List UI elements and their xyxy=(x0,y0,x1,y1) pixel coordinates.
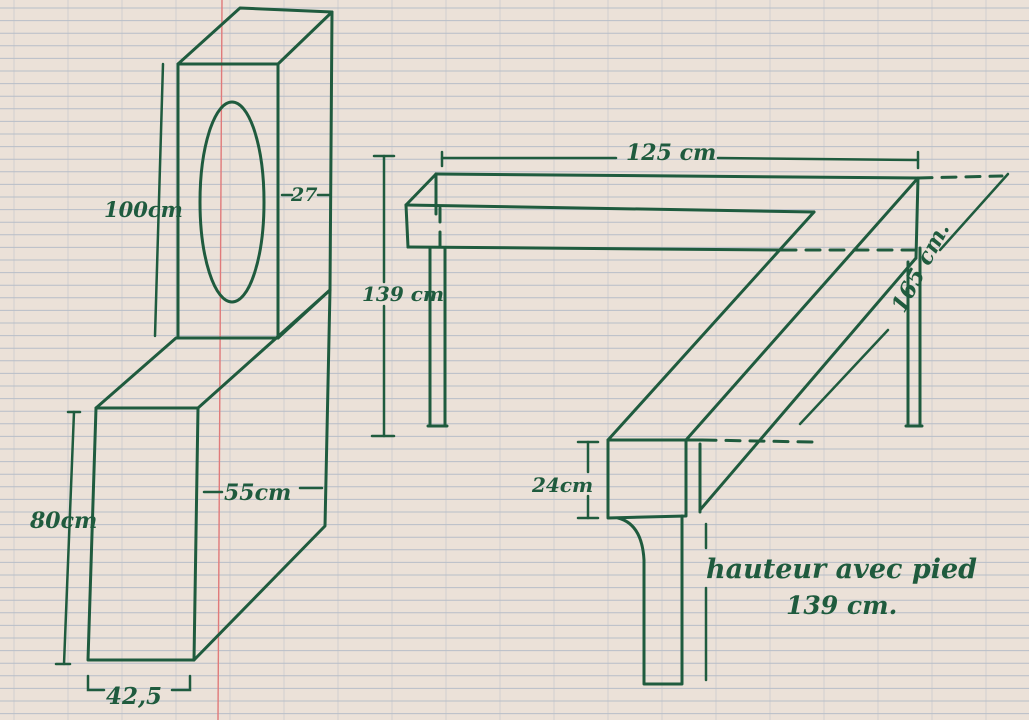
mirror-side-face xyxy=(276,10,334,340)
cabinet-width-dim-left xyxy=(86,674,106,692)
top-back-edge xyxy=(434,172,920,180)
top-front-edge xyxy=(404,203,816,214)
cabinet-height-label: 80cm xyxy=(29,508,97,534)
cabinet-top-left-edge xyxy=(94,336,280,410)
hidden-edge-front xyxy=(700,438,814,444)
corner-table-drawing xyxy=(370,150,1010,686)
front-leg xyxy=(616,514,684,686)
mirror-height-dim-line xyxy=(153,62,165,338)
cabinet-height-dim-line xyxy=(62,410,76,666)
top-left-front-vertical xyxy=(404,203,410,249)
diagonal-back-vertical xyxy=(914,176,920,260)
paper-margin-line xyxy=(217,0,223,720)
mirror-oval xyxy=(198,100,266,304)
note-line-2: 139 cm. xyxy=(786,591,897,620)
mirror-depth-label: 27 xyxy=(290,184,317,206)
top-left-edge xyxy=(404,172,438,207)
cabinet-width-dim-right xyxy=(170,674,192,692)
diagonal-dim-line-bottom xyxy=(798,328,890,426)
mirror-cabinet-drawing xyxy=(54,6,334,692)
note-line-1: hauteur avec pied xyxy=(706,554,977,585)
diagonal-back-edge xyxy=(684,176,920,442)
height-label: 139 cm xyxy=(362,282,444,306)
cabinet-depth-label: 55cm xyxy=(224,480,291,506)
cabinet-width-label: 42,5 xyxy=(106,683,162,710)
diagonal-front-edge xyxy=(606,210,816,442)
mirror-height-label: 100cm xyxy=(104,197,183,222)
cabinet-top-right-edge xyxy=(196,288,332,410)
cabinet-front-face xyxy=(86,406,200,662)
hidden-edge-back-extension xyxy=(916,174,1004,180)
mirror-top-face xyxy=(176,6,334,66)
front-block-face xyxy=(606,438,688,520)
block-height-label: 24cm xyxy=(531,473,593,497)
top-bottom-edge xyxy=(406,245,784,252)
width-dim-line-right xyxy=(716,156,920,162)
cabinet-side-face xyxy=(192,288,332,662)
diagonal-dim-line-top xyxy=(938,172,1010,252)
top-width-label: 125 cm xyxy=(626,140,716,166)
diagonal-bottom-edge xyxy=(698,256,918,512)
